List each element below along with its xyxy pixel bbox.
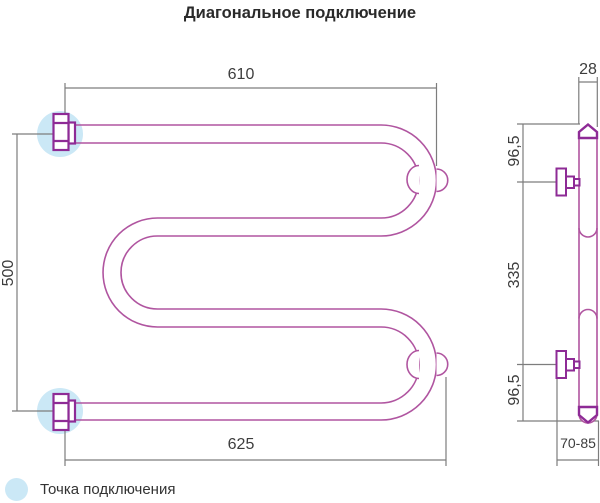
dim-label-height: 500: [0, 259, 17, 287]
wall-bracket-top: [555, 167, 581, 197]
valve-bump-top: [436, 168, 449, 193]
pipe-outer-edge: [74, 124, 438, 421]
dimension-lines: [12, 77, 600, 466]
dim-label-bottom-width: 625: [227, 436, 255, 453]
pipe-serpentine: [74, 124, 449, 421]
dim-label-bottom-bracket-offset: 96,5: [506, 374, 523, 406]
end-cap-bottom: [577, 405, 599, 425]
connection-point-icon: [5, 478, 28, 501]
dim-label-top-bracket-offset: 96,5: [506, 135, 523, 167]
side-profile-bend-arc-up: [578, 308, 598, 319]
end-cap-top: [577, 122, 599, 140]
dim-label-wall-distance: 70-85: [560, 435, 596, 451]
side-profile: [577, 122, 599, 425]
legend-label: Точка подключения: [40, 481, 176, 498]
union-nut-bottom: [52, 392, 77, 432]
side-profile-bend-arc-down: [578, 227, 598, 238]
diagram-title: Диагональное подключение: [183, 4, 417, 22]
pipe-inner-edge: [74, 142, 420, 404]
valve-ball-top: [406, 164, 420, 195]
dim-label-top-width: 610: [227, 66, 255, 83]
valve-bump-bottom: [436, 352, 449, 377]
valve-ball-bottom: [406, 349, 420, 380]
wall-bracket-bottom: [555, 350, 581, 379]
dim-label-depth: 28: [579, 61, 597, 78]
union-nut-top: [52, 112, 77, 152]
side-profile-body: [578, 127, 598, 424]
dim-label-bracket-span: 335: [506, 261, 523, 289]
